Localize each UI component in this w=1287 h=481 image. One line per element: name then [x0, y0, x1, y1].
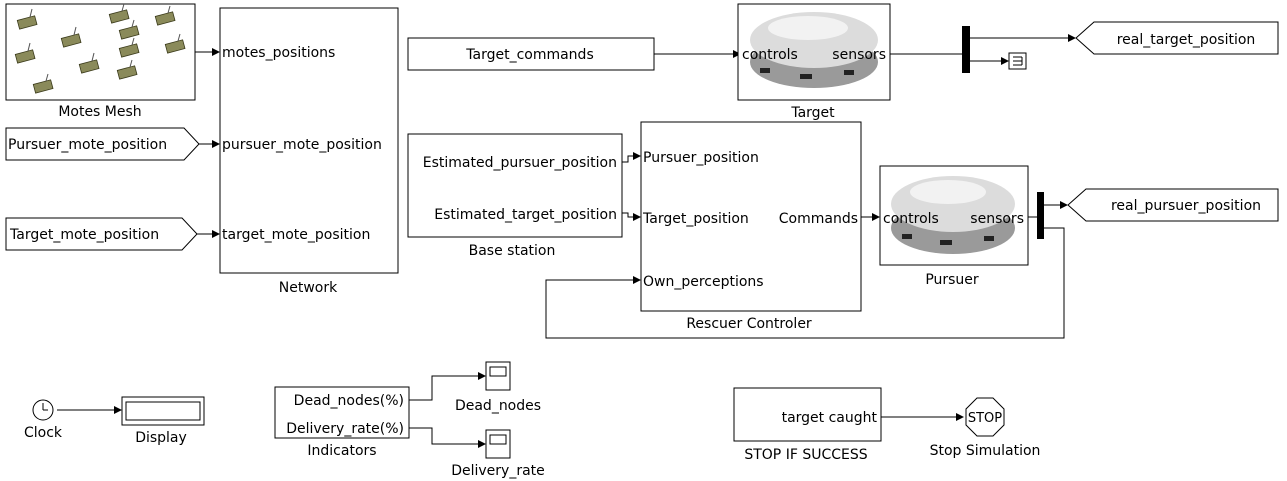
- target-port-sensors: sensors: [832, 47, 886, 63]
- pursuer-robot-block[interactable]: controls sensors Pursuer: [879, 165, 1029, 288]
- target-mote-position-label: Target_mote_position: [9, 227, 159, 243]
- real-pursuer-position-output[interactable]: real_pursuer_position: [1067, 188, 1279, 222]
- clock-label: Clock: [24, 425, 63, 441]
- clock-icon: [42, 403, 48, 411]
- rescuer-port-target-position: Target_position: [642, 211, 749, 227]
- wire-delivery-rate: [409, 427, 478, 445]
- indicators-block[interactable]: Dead_nodes(%) Delivery_rate(%) Indicator…: [274, 386, 410, 459]
- base-station-port-est-target: Estimated_target_position: [434, 207, 617, 223]
- pursuer-mote-position-label: Pursuer_mote_position: [8, 137, 167, 153]
- stop-if-success-block[interactable]: target caught STOP IF SUCCESS: [733, 387, 882, 463]
- target-demux-bar[interactable]: [962, 26, 970, 73]
- real-target-position-output[interactable]: real_target_position: [1075, 21, 1279, 55]
- pursuer-demux-bar[interactable]: [1037, 192, 1044, 239]
- rescuer-controler-block[interactable]: Pursuer_position Target_position Own_per…: [640, 121, 862, 332]
- rescuer-port-own-perceptions: Own_perceptions: [643, 274, 764, 290]
- clock-block[interactable]: Clock: [24, 399, 63, 441]
- indicators-port-dead-nodes: Dead_nodes(%): [294, 393, 404, 409]
- rescuer-port-commands: Commands: [779, 211, 858, 227]
- stop-simulation-block[interactable]: STOP Stop Simulation: [930, 397, 1041, 459]
- network-port-target-mote-position: target_mote_position: [222, 227, 370, 243]
- pursuer-port-sensors: sensors: [970, 211, 1024, 227]
- mote-sensor-icons: [14, 3, 186, 94]
- base-station-port-est-pursuer: Estimated_pursuer_position: [423, 155, 617, 171]
- rescuer-port-pursuer-position: Pursuer_position: [643, 150, 759, 166]
- network-port-motes-positions: motes_positions: [222, 45, 335, 61]
- target-label: Target: [790, 105, 835, 121]
- base-station-label: Base station: [469, 243, 556, 259]
- target-mote-position-input[interactable]: Target_mote_position: [5, 217, 198, 251]
- indicators-label: Indicators: [307, 443, 376, 459]
- stop-sign-icon: [965, 397, 1005, 437]
- display-block[interactable]: Display: [121, 396, 205, 446]
- stop-simulation-label: Stop Simulation: [930, 443, 1041, 459]
- target-commands-label: Target_commands: [465, 47, 593, 63]
- wire-feedback-own-perceptions: [545, 227, 1065, 339]
- dead-nodes-scope-label: Dead_nodes: [455, 398, 541, 414]
- target-terminator-block[interactable]: [1008, 52, 1027, 70]
- stop-if-success-port-target-caught: target caught: [782, 410, 878, 426]
- wire-dead-nodes: [409, 375, 478, 401]
- motes-mesh-block[interactable]: Motes Mesh: [5, 3, 196, 120]
- wire-est-pursuer: [622, 155, 633, 163]
- display-label: Display: [135, 430, 187, 446]
- real-pursuer-position-label: real_pursuer_position: [1111, 198, 1261, 214]
- stop-sign-text: STOP: [968, 411, 1002, 426]
- indicators-port-delivery-rate: Delivery_rate(%): [286, 421, 404, 437]
- arrowheads: [114, 34, 1076, 448]
- base-station-block[interactable]: Estimated_pursuer_position Estimated_tar…: [407, 133, 623, 259]
- pursuer-label: Pursuer: [925, 272, 979, 288]
- network-port-pursuer-mote-position: pursuer_mote_position: [222, 137, 382, 153]
- network-label: Network: [279, 280, 338, 296]
- target-commands-block[interactable]: Target_commands: [407, 37, 655, 71]
- delivery-rate-scope-block[interactable]: Delivery_rate: [451, 429, 545, 479]
- dead-nodes-scope-block[interactable]: Dead_nodes: [455, 361, 541, 414]
- stop-if-success-label: STOP IF SUCCESS: [744, 447, 867, 463]
- target-robot-icon: [750, 12, 878, 88]
- real-target-position-label: real_target_position: [1117, 32, 1256, 48]
- rescuer-controler-label: Rescuer Controler: [686, 316, 812, 332]
- pursuer-robot-icon: [891, 176, 1015, 254]
- wire-est-target: [622, 212, 633, 218]
- connection-wires: [57, 37, 1068, 445]
- target-port-controls: controls: [742, 47, 798, 63]
- motes-mesh-label: Motes Mesh: [58, 104, 141, 120]
- delivery-rate-scope-label: Delivery_rate: [451, 463, 545, 479]
- pursuer-mote-position-input[interactable]: Pursuer_mote_position: [5, 127, 200, 161]
- network-block[interactable]: motes_positions pursuer_mote_position ta…: [219, 7, 399, 296]
- target-robot-block[interactable]: controls sensors Target: [737, 3, 891, 121]
- pursuer-port-controls: controls: [883, 211, 939, 227]
